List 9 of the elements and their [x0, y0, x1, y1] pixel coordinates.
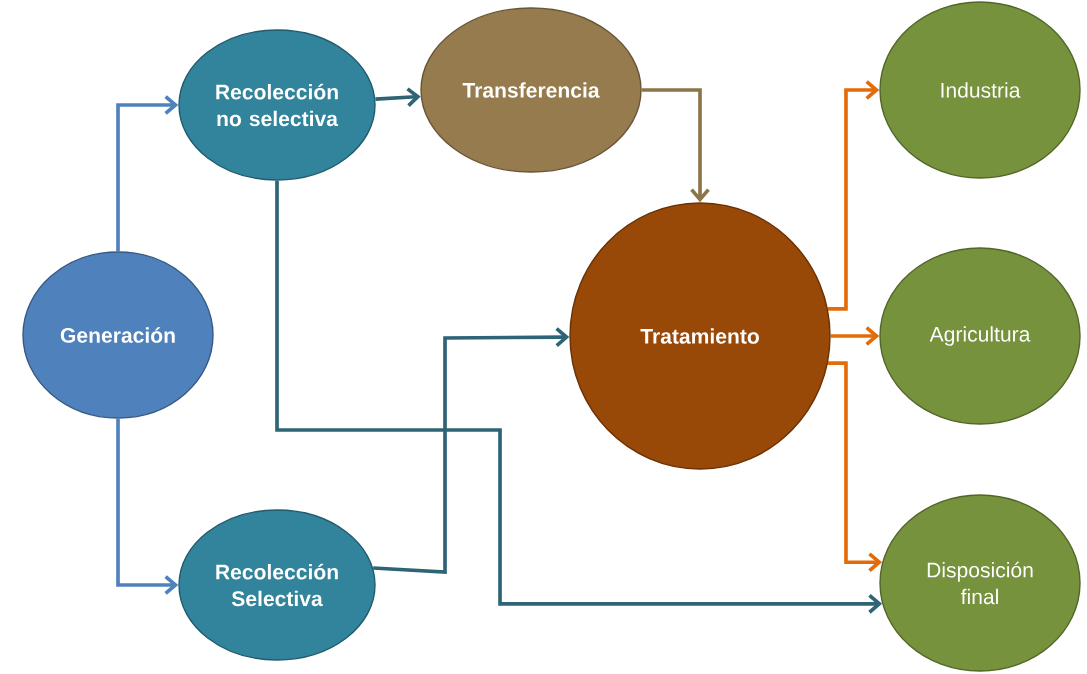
arrow — [828, 80, 880, 311]
arrow — [275, 180, 883, 614]
arrow — [116, 418, 179, 595]
arrow — [375, 87, 421, 107]
arrow — [373, 327, 570, 574]
arrow — [830, 326, 880, 346]
arrow — [116, 95, 179, 252]
arrow — [828, 361, 883, 573]
arrow — [641, 88, 710, 203]
